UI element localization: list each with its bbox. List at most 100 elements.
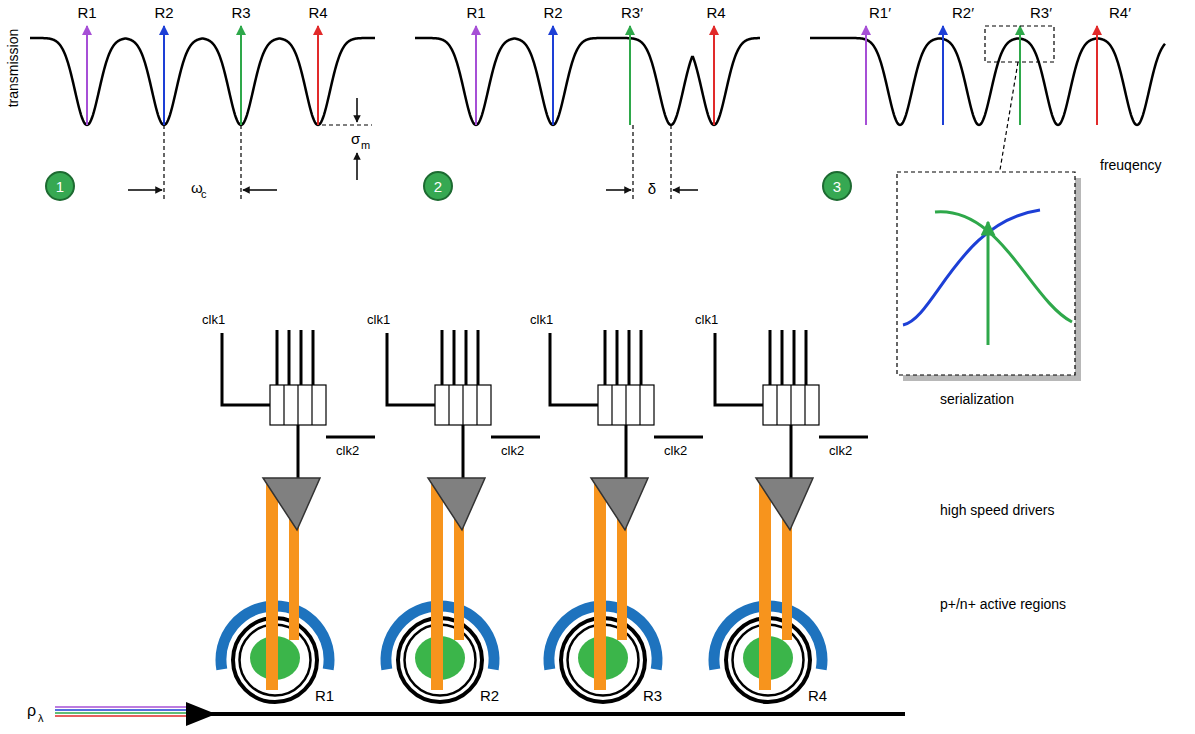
electrode-bar: [594, 612, 606, 690]
axis-label: freuqency: [1100, 158, 1161, 172]
dimension-arrow: [356, 98, 358, 122]
symbol: ρ: [27, 703, 36, 719]
serializer-cell: [297, 385, 298, 425]
dimension-arrow: [128, 189, 162, 191]
clk1-wire: [222, 333, 270, 405]
dashed-guide: [632, 125, 633, 200]
dashed-guide: [670, 125, 671, 200]
serial-output-wire: [462, 425, 465, 478]
parallel-input-wire: [477, 330, 480, 385]
signal-name: clk1: [202, 313, 225, 326]
serializer-cell: [776, 385, 777, 425]
electrode-bar: [431, 478, 443, 690]
laser-line-arrow: [1019, 26, 1021, 125]
serializer-cell: [790, 385, 791, 425]
input-wavelength-line: [55, 709, 190, 711]
electrode-bar: [594, 478, 606, 690]
input-wavelength-line: [55, 712, 190, 714]
driver-triangle: [263, 478, 320, 530]
axis-label: transmission: [6, 29, 20, 108]
serializer-cell: [476, 385, 477, 425]
ring-modulator: R3: [555, 612, 651, 708]
ring-modulator: R1: [227, 612, 323, 708]
signal-name: clk1: [695, 313, 718, 326]
symbol: ω: [191, 180, 203, 195]
clk1-wire: [550, 333, 598, 405]
ring-label: R3′: [621, 5, 643, 20]
ring-label: R2: [480, 688, 499, 703]
laser-line-arrow: [475, 26, 477, 125]
step-number: 3: [833, 179, 841, 194]
ring-label: R1: [77, 5, 96, 20]
laser-line-arrow: [317, 26, 319, 125]
parallel-input-wire: [441, 330, 444, 385]
clk2-wire: [654, 436, 703, 439]
ring-label: R3: [231, 5, 250, 20]
parallel-input-wire: [312, 330, 315, 385]
ring-label: R1: [315, 688, 334, 703]
step-number: 2: [434, 179, 442, 194]
dashed-guide: [240, 125, 241, 200]
dashed-guide: [163, 125, 164, 200]
clk1-wire: [715, 333, 763, 405]
dashed-guide: [322, 124, 372, 125]
parallel-input-wire: [288, 330, 291, 385]
laser-line-arrow: [713, 26, 715, 125]
transmission-curve: [415, 38, 760, 125]
signal-name: clk2: [336, 444, 359, 457]
parallel-input-wire: [781, 330, 784, 385]
zoom-box: [985, 26, 1054, 62]
serializer-cell: [283, 385, 284, 425]
serializer-cell: [611, 385, 612, 425]
ring-drawing: [720, 612, 816, 708]
serializer-cell: [311, 385, 312, 425]
clk2-wire: [326, 436, 375, 439]
electrode-bar: [289, 612, 299, 640]
dimension-arrow: [606, 189, 631, 191]
parallel-input-wire: [616, 330, 619, 385]
serializer-box: [435, 385, 491, 425]
ring-label: R2′: [952, 5, 974, 20]
symbol: δ: [648, 181, 656, 196]
stage-label: high speed drivers: [940, 503, 1054, 517]
parallel-input-wire: [769, 330, 772, 385]
input-wavelength-line: [55, 706, 190, 708]
ring-label: R2: [543, 5, 562, 20]
serializer-box: [763, 385, 819, 425]
laser-line-arrow: [629, 26, 631, 125]
clk2-wire: [819, 436, 868, 439]
ring-drawing: [392, 612, 488, 708]
electrode-bar: [617, 612, 627, 640]
signal-name: clk1: [367, 313, 390, 326]
ring-label: R4: [308, 5, 327, 20]
laser-line-arrow: [163, 26, 165, 125]
transmission-curve: [810, 38, 1165, 125]
electrode-bar: [266, 612, 278, 690]
subscript: λ: [38, 713, 44, 724]
inset-green-curve: [935, 212, 1072, 322]
signal-name: clk2: [501, 444, 524, 457]
parallel-input-wire: [793, 330, 796, 385]
parallel-input-wire: [276, 330, 279, 385]
ring-label: R4′: [1109, 5, 1131, 20]
ring-modulator: R2: [392, 612, 488, 708]
symbol: σ: [351, 131, 360, 146]
signal-name: clk2: [664, 444, 687, 457]
serializer-box: [598, 385, 654, 425]
stage-label: p+/n+ active regions: [940, 597, 1066, 611]
serializer-cell: [448, 385, 449, 425]
serializer-cell: [639, 385, 640, 425]
driver-triangle: [756, 478, 813, 530]
ring-drawing: [555, 612, 651, 708]
parallel-input-wire: [640, 330, 643, 385]
ring-label: R3′: [1030, 5, 1052, 20]
laser-line-arrow: [240, 26, 242, 125]
dimension-arrow: [673, 189, 698, 191]
laser-line-arrow: [942, 26, 944, 125]
ring-label: R1′: [869, 5, 891, 20]
signal-name: clk1: [530, 313, 553, 326]
input-wavelength-line: [55, 715, 190, 717]
step-number: 1: [56, 179, 64, 194]
bus-waveguide: [188, 712, 905, 716]
